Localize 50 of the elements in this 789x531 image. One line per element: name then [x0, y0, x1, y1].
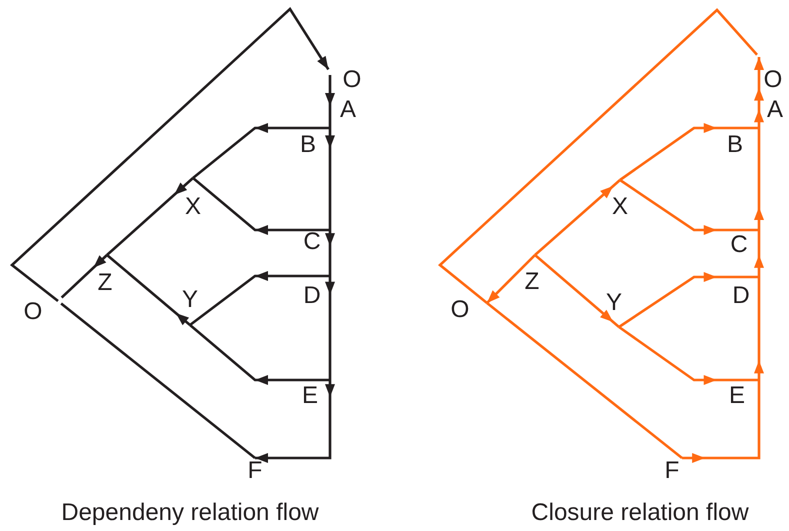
flow-arrow [534, 179, 621, 256]
flow-arrow [189, 271, 330, 326]
point-label: F [248, 459, 262, 483]
flow-arrow [618, 272, 759, 328]
flow-arrow [618, 326, 759, 385]
flow-arrow [486, 254, 536, 304]
flow-arrow [325, 230, 335, 276]
flow-arrow [106, 177, 194, 256]
flow-arrow [255, 380, 335, 463]
point-label: Y [606, 291, 622, 315]
point-label: O [24, 300, 42, 324]
caption: Dependeny relation flow [61, 500, 319, 526]
flow-arrow [10, 6, 330, 302]
flow-arrow [534, 254, 620, 328]
flow-arrow [619, 178, 759, 235]
point-label: Z [98, 271, 112, 295]
point-label: A [340, 98, 356, 122]
flow-arrow [682, 380, 760, 463]
point-label: O [342, 68, 362, 92]
point-label: C [730, 233, 748, 257]
point-label: X [612, 195, 628, 219]
flow-arrow [619, 123, 759, 182]
flow-arrow [192, 123, 330, 180]
flow-arrow [106, 254, 191, 326]
flow-arrow [754, 57, 764, 106]
flow-arrow [325, 128, 335, 230]
flow-arrow [60, 254, 108, 299]
point-label: E [729, 384, 745, 408]
caption: Closure relation flow [531, 500, 749, 526]
flow-arrow [192, 177, 330, 235]
point-label: D [303, 284, 321, 308]
point-label: Z [524, 270, 540, 294]
flow-arrow [325, 75, 335, 106]
point-label: X [185, 195, 201, 219]
point-label: C [303, 230, 321, 254]
point-label: O [764, 68, 782, 92]
point-label: O [450, 298, 470, 322]
point-label: B [727, 133, 743, 157]
point-label: B [300, 133, 316, 157]
flow-arrow [754, 277, 764, 380]
point-label: A [767, 98, 783, 122]
point-label: E [302, 384, 318, 408]
flow-arrow [754, 106, 764, 128]
point-label: Y [182, 288, 198, 312]
flow-arrow [754, 230, 764, 277]
flow-arrow [754, 128, 764, 230]
point-label: D [732, 284, 750, 308]
point-label: F [664, 459, 680, 483]
flow-arrow [189, 324, 330, 385]
flow-arrow [325, 276, 335, 380]
